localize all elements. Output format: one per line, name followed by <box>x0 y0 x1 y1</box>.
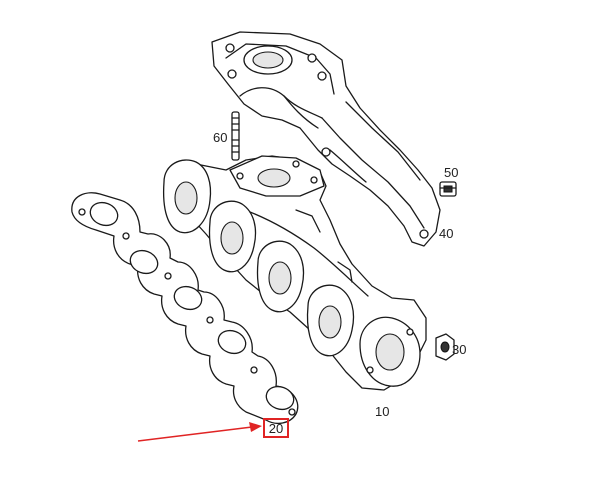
gasket-part-20 <box>71 192 299 425</box>
bolt-part-50 <box>439 181 457 197</box>
exhaust-manifold-part-10 <box>162 155 427 391</box>
callout-20-highlighted: 20 <box>263 418 289 438</box>
callout-50: 50 <box>444 165 459 180</box>
callout-60: 60 <box>213 130 228 145</box>
callout-30: 30 <box>452 342 467 357</box>
stud-part-60 <box>231 111 240 161</box>
callout-10: 10 <box>375 404 390 419</box>
highlight-arrow <box>137 422 262 442</box>
heat-shield-part-40 <box>211 31 441 247</box>
nut-part-30 <box>435 333 455 361</box>
callout-40: 40 <box>439 226 454 241</box>
